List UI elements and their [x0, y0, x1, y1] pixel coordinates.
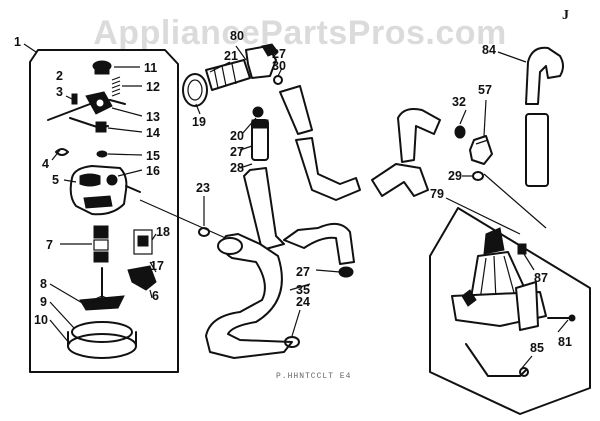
callout-30: 30 — [272, 59, 286, 73]
callout-9: 9 — [40, 295, 47, 309]
pump-leader-lines — [49, 66, 231, 345]
callout-81: 81 — [558, 335, 572, 349]
callout-80: 80 — [230, 29, 244, 43]
callout-24: 24 — [296, 295, 310, 309]
callout-2: 2 — [56, 69, 63, 83]
part-19-ring[interactable] — [182, 73, 208, 107]
callout-19: 19 — [192, 115, 206, 129]
part-13-lever[interactable] — [47, 91, 126, 121]
callout-6: 6 — [152, 289, 159, 303]
callout-85: 85 — [530, 341, 544, 355]
callout-27c: 27 — [296, 265, 310, 279]
callout-15: 15 — [146, 149, 160, 163]
part-32-clamp[interactable] — [454, 125, 466, 139]
callout-84: 84 — [482, 43, 496, 57]
callout-5: 5 — [52, 173, 59, 187]
callout-20: 20 — [230, 129, 244, 143]
part-8-impeller[interactable] — [79, 267, 125, 311]
part-12-spring[interactable] — [111, 76, 121, 97]
part-7-gasket-stack[interactable] — [93, 225, 109, 263]
callout-13: 13 — [146, 110, 160, 124]
callout-57: 57 — [478, 83, 492, 97]
part-28-hose[interactable] — [251, 119, 269, 161]
callout-79: 79 — [430, 187, 444, 201]
callout-3: 3 — [56, 85, 63, 99]
callout-7: 7 — [46, 238, 53, 252]
callout-1: 1 — [14, 35, 21, 49]
callout-10: 10 — [34, 313, 48, 327]
callout-23: 23 — [196, 181, 210, 195]
part-24-clamp[interactable] — [284, 336, 300, 348]
part-14-link[interactable] — [69, 117, 109, 133]
part-29-clamp[interactable] — [472, 171, 484, 181]
callout-27b: 27 — [272, 47, 286, 61]
part-9-ring[interactable] — [71, 321, 133, 343]
part-11-cap[interactable] — [92, 60, 112, 75]
callout-17: 17 — [150, 259, 164, 273]
part-20-clamp[interactable] — [252, 106, 264, 118]
part-35-drain-hose[interactable] — [205, 167, 293, 359]
agitator-panel — [429, 207, 591, 415]
part-30-clamp[interactable] — [273, 75, 283, 85]
callout-11: 11 — [144, 61, 157, 75]
diagram-caption: P.HHNTCCLT E4 — [276, 372, 351, 381]
part-57-elbow[interactable] — [469, 135, 493, 165]
hose-leader-lines — [195, 45, 569, 369]
part-84-standpipe[interactable] — [525, 46, 564, 187]
part-81-bolt[interactable] — [547, 314, 576, 322]
part-80-elbow[interactable] — [245, 43, 279, 79]
callout-27a: 27 — [230, 145, 244, 159]
callout-18: 18 — [156, 225, 170, 239]
part-10-seal[interactable] — [67, 331, 137, 359]
callout-87: 87 — [534, 271, 548, 285]
page-mark: J — [562, 8, 569, 23]
callout-29: 29 — [448, 169, 462, 183]
part-85-rod[interactable] — [465, 343, 529, 377]
callout-28: 28 — [230, 161, 244, 175]
callout-32: 32 — [452, 95, 466, 109]
part-15-ring[interactable] — [96, 150, 108, 158]
hose-upper-right[interactable] — [371, 108, 441, 197]
part-6-flap[interactable] — [127, 265, 157, 291]
mounting-bracket[interactable] — [515, 281, 539, 331]
callout-16: 16 — [146, 164, 160, 178]
part-27-clamp-lower[interactable] — [338, 266, 354, 278]
callout-14: 14 — [146, 126, 160, 140]
callout-4: 4 — [42, 157, 49, 171]
callout-8: 8 — [40, 277, 47, 291]
hose-upper-middle[interactable] — [279, 85, 361, 265]
part-18-valve[interactable] — [133, 229, 153, 255]
callout-12: 12 — [146, 80, 160, 94]
part-5-pump-housing[interactable] — [69, 165, 141, 216]
part-4-clip[interactable] — [55, 148, 69, 156]
pump-assembly-panel — [29, 49, 179, 373]
part-87-clip[interactable] — [517, 243, 527, 255]
part-23-clamp[interactable] — [198, 227, 210, 237]
callout-35: 35 — [296, 283, 310, 297]
callout-labels: 1 2 3 4 5 6 7 8 9 10 11 12 13 14 15 16 1… — [14, 29, 572, 355]
callout-21: 21 — [224, 49, 238, 63]
part-21-coupling[interactable] — [205, 59, 251, 91]
